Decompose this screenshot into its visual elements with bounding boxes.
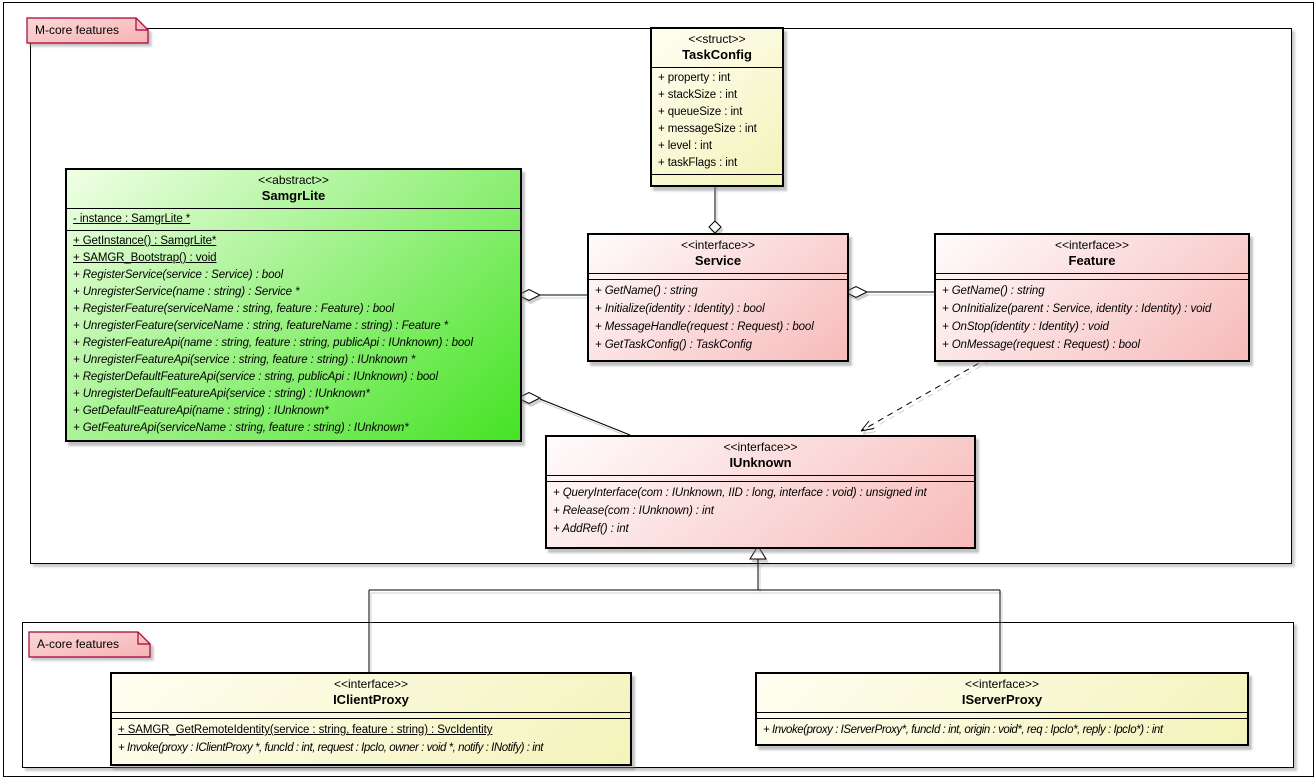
method-row: + OnInitialize(parent : Service, identit…	[942, 303, 1212, 315]
class-feature: <<interface>> Feature + GetName() : stri…	[934, 233, 1250, 362]
methods-section: + GetName() : string + OnInitialize(pare…	[936, 279, 1248, 360]
method-row: + Invoke(proxy : IServerProxy*, funcId :…	[763, 724, 1163, 736]
class-name: IClientProxy	[333, 692, 409, 707]
class-header: <<struct>> TaskConfig	[652, 29, 782, 67]
methods-section: + GetInstance() : SamgrLite* + SAMGR_Boo…	[67, 230, 520, 440]
stereotype-label: <<interface>>	[680, 238, 756, 252]
attributes-section-empty	[589, 273, 847, 279]
aggregation-service-taskconfig	[708, 183, 722, 234]
class-name: TaskConfig	[682, 47, 752, 62]
methods-section: + GetName() : string + Initialize(identi…	[589, 279, 847, 360]
method-row: + RegisterFeatureApi(name : string, feat…	[73, 337, 473, 349]
attributes-section-empty	[936, 273, 1248, 279]
aggregation-samgrlite-service	[516, 288, 587, 302]
generalization-proxies-iunknown	[368, 545, 1001, 672]
class-name: Feature	[1068, 253, 1116, 268]
method-row: + SAMGR_Bootstrap() : void	[73, 252, 217, 264]
method-row: + QueryInterface(com : IUnknown, IID : l…	[553, 487, 927, 499]
class-header: <<interface>> IServerProxy	[757, 674, 1247, 712]
method-row: + UnregisterFeatureApi(service : string,…	[73, 354, 416, 366]
attributes-section: + property : int + stackSize : int + que…	[652, 67, 782, 174]
dependency-feature-iunknown	[860, 357, 989, 432]
class-header: <<interface>> IClientProxy	[112, 674, 630, 712]
method-row: + GetName() : string	[942, 285, 1045, 297]
method-row: + Release(com : IUnknown) : int	[553, 505, 714, 517]
methods-section: + Invoke(proxy : IServerProxy*, funcId :…	[757, 718, 1247, 744]
method-row: + GetTaskConfig() : TaskConfig	[595, 339, 752, 351]
stereotype-label: <<struct>>	[688, 32, 746, 46]
note-shape	[28, 631, 151, 658]
note-a-core: A-core features	[28, 631, 152, 659]
class-header: <<interface>> Service	[589, 235, 847, 273]
attributes-section: - instance : SamgrLite *	[67, 208, 520, 230]
class-iunknown: <<interface>> IUnknown + QueryInterface(…	[545, 435, 976, 549]
method-row: + GetDefaultFeatureApi(name : string) : …	[73, 405, 329, 417]
attributes-section-empty	[757, 712, 1247, 718]
a-core-frame	[22, 622, 1294, 768]
method-row: + GetName() : string	[595, 285, 698, 297]
attribute-row: + messageSize : int	[658, 123, 757, 135]
note-label: A-core features	[37, 637, 120, 651]
method-row: + UnregisterService(name : string) : Ser…	[73, 286, 300, 298]
attributes-section-empty	[547, 475, 974, 481]
class-header: <<abstract>> SamgrLite	[67, 170, 520, 208]
note-m-core: M-core features	[26, 17, 150, 45]
stereotype-label: <<interface>>	[964, 677, 1040, 691]
class-name: IServerProxy	[961, 692, 1043, 707]
class-taskconfig: <<struct>> TaskConfig + property : int +…	[650, 27, 784, 187]
class-iclientproxy: <<interface>> IClientProxy + SAMGR_GetRe…	[110, 672, 632, 766]
attribute-row: + taskFlags : int	[658, 157, 738, 169]
method-row: + OnStop(identity : Identity) : void	[942, 321, 1109, 333]
attribute-row: + queueSize : int	[658, 106, 743, 118]
stereotype-label: <<interface>>	[1054, 238, 1130, 252]
stereotype-label: <<interface>>	[333, 677, 409, 691]
diagram-outer-border	[3, 2, 1314, 777]
note-shape	[26, 17, 149, 44]
methods-section-empty	[652, 174, 782, 180]
methods-section: + SAMGR_GetRemoteIdentity(service : stri…	[112, 718, 630, 764]
class-header: <<interface>> Feature	[936, 235, 1248, 273]
method-row: + AddRef() : int	[553, 523, 629, 535]
method-row: + GetFeatureApi(serviceName : string, fe…	[73, 422, 409, 434]
methods-section: + QueryInterface(com : IUnknown, IID : l…	[547, 481, 974, 547]
method-row: + Invoke(proxy : IClientProxy *, funcId …	[118, 742, 544, 754]
attributes-section-empty	[112, 712, 630, 718]
class-name: Service	[694, 253, 742, 268]
method-row: + OnMessage(request : Request) : bool	[942, 339, 1140, 351]
note-label: M-core features	[35, 23, 120, 37]
aggregation-service-feature	[843, 285, 934, 299]
attribute-row: - instance : SamgrLite *	[73, 213, 191, 225]
method-row: + MessageHandle(request : Request) : boo…	[595, 321, 814, 333]
method-row: + RegisterService(service : Service) : b…	[73, 269, 284, 281]
method-row: + UnregisterDefaultFeatureApi(service : …	[73, 388, 370, 400]
class-service: <<interface>> Service + GetName() : stri…	[587, 233, 849, 362]
class-name: IUnknown	[729, 455, 792, 470]
attribute-row: + property : int	[658, 72, 731, 84]
attribute-row: + level : int	[658, 140, 712, 152]
method-row: + RegisterDefaultFeatureApi(service : st…	[73, 371, 438, 383]
attribute-row: + stackSize : int	[658, 89, 738, 101]
method-row: + SAMGR_GetRemoteIdentity(service : stri…	[118, 724, 493, 736]
stereotype-label: <<abstract>>	[258, 173, 329, 187]
stereotype-label: <<interface>>	[723, 440, 798, 454]
method-row: + RegisterFeature(serviceName : string, …	[73, 303, 395, 315]
aggregation-samgrlite-iunknown	[516, 391, 631, 436]
method-row: + Initialize(identity : Identity) : bool	[595, 303, 765, 315]
method-row: + UnregisterFeature(serviceName : string…	[73, 320, 449, 332]
class-iserverproxy: <<interface>> IServerProxy + Invoke(prox…	[755, 672, 1249, 746]
class-samgrlite: <<abstract>> SamgrLite - instance : Samg…	[65, 168, 522, 442]
class-header: <<interface>> IUnknown	[547, 437, 974, 475]
method-row: + GetInstance() : SamgrLite*	[73, 235, 217, 247]
class-name: SamgrLite	[261, 188, 326, 203]
